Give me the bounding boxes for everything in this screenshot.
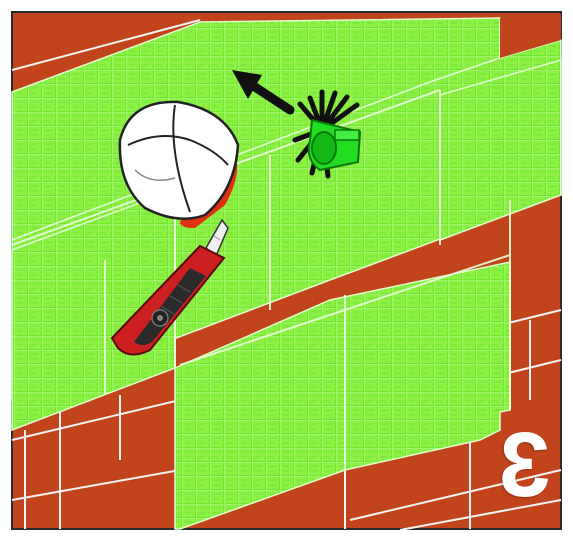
wall-illustration xyxy=(0,0,573,541)
installation-step-diagram: 3 xyxy=(0,0,573,541)
